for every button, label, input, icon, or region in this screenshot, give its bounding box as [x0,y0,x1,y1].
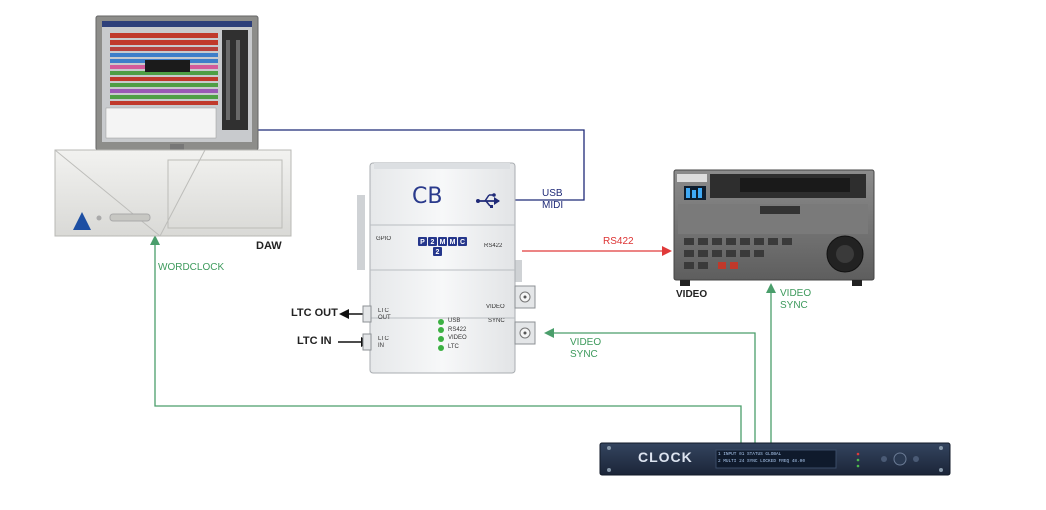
video-sync-label-vtr: VIDEO SYNC [780,288,812,311]
sync-port-label: SYNC [488,318,505,324]
wordclock-label: WORDCLOCK [158,262,225,273]
chip-letter: P [420,239,425,246]
clock-display: 1 INPUT 01 STATUS GLOBAL 2 MULTI 24 SYNC… [718,452,805,464]
rs422-cable [522,246,672,256]
ltc-out-port-label: LTC OUT [378,308,391,321]
rs422-link-label: RS422 [603,236,634,247]
ltc-in-port-label: LTC IN [378,336,389,349]
video-sync-cable-to-cb [544,328,756,443]
p2mmc-chip [418,237,467,256]
chip-letter: M [440,239,446,246]
ltc-out-label: LTC OUT [291,307,338,319]
daw-computer [54,15,292,237]
interface-logo-icon [73,212,91,230]
ltc-in-label: LTC IN [297,335,332,347]
video-port-label: VIDEO [486,304,505,310]
video-device-label: VIDEO [676,289,708,300]
usb-icon [476,193,500,208]
cb-logo: CB [412,184,443,209]
audio-interface-rack [54,149,292,237]
clock-brand: CLOCK [638,449,693,465]
daw-tracks [110,33,218,105]
chip-letter: C [460,239,465,246]
ltc-out-jack [362,305,372,323]
video-sync-cable-to-vtr [766,283,776,443]
led-rs422-label: RS422 [448,326,467,333]
chip-letter: 2 [431,239,435,246]
wordclock-cable [150,235,742,443]
rs422-port-label: RS422 [484,243,503,249]
led-labels: USB RS422 VIDEO LTC [448,317,488,352]
led-ltc-label: LTC [448,344,459,351]
daw-mixer-strip [222,30,248,130]
cb-sync-box [357,162,536,374]
led-video-label: VIDEO [448,335,467,342]
daw-label: DAW [256,240,282,252]
ltc-in-jack [362,333,372,351]
video-deck [673,169,875,286]
clock-device [599,442,951,476]
bnc-video-connector [514,285,536,309]
led-usb-label: USB [448,318,461,324]
chip-letter: 2 [436,249,440,256]
bnc-sync-connector [514,321,536,345]
usb-midi-label: USB MIDI [542,188,564,211]
gpio-label: GPIO [376,236,392,242]
status-leds [438,319,444,351]
video-sync-label-cb: VIDEO SYNC [570,337,602,360]
chip-letters: P 2 M M C 2 [420,239,465,256]
chip-letter: M [450,239,456,246]
